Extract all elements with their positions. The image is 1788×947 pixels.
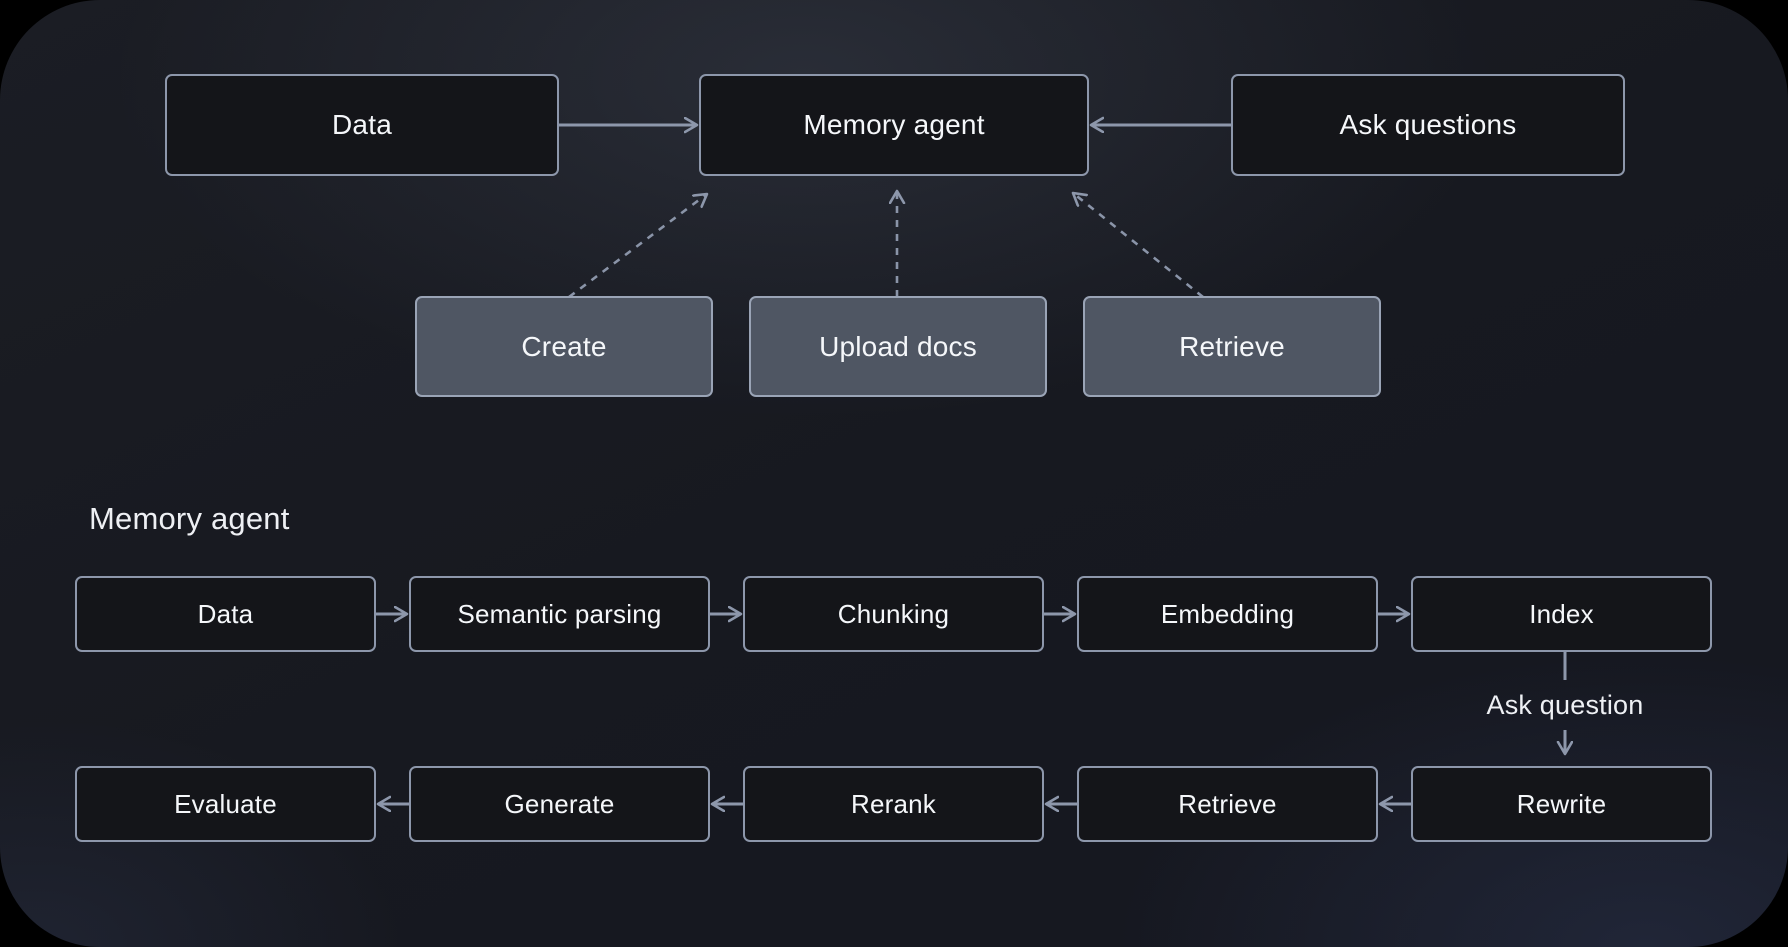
pipeline-node-index: Index: [1411, 576, 1712, 652]
pipeline-node-rerank: Rerank: [743, 766, 1044, 842]
pipeline-node-chunking: Chunking: [743, 576, 1044, 652]
pipeline-heading: Memory agent: [89, 501, 290, 536]
pipeline-node-embedding: Embedding: [1077, 576, 1378, 652]
pipeline-node-retrieve: Retrieve: [1077, 766, 1378, 842]
pipeline-node-evaluate: Evaluate: [75, 766, 376, 842]
action-create: Create: [415, 296, 713, 397]
action-upload-docs: Upload docs: [749, 296, 1047, 397]
node-data-source: Data: [165, 74, 559, 176]
node-ask-questions: Ask questions: [1231, 74, 1625, 176]
action-retrieve: Retrieve: [1083, 296, 1381, 397]
pipeline-node-generate: Generate: [409, 766, 710, 842]
pipeline-node-rewrite: Rewrite: [1411, 766, 1712, 842]
node-memory-agent: Memory agent: [699, 74, 1089, 176]
pipeline-node-semantic-parsing: Semantic parsing: [409, 576, 710, 652]
pipeline-node-data: Data: [75, 576, 376, 652]
label-ask-question: Ask question: [1486, 690, 1644, 720]
